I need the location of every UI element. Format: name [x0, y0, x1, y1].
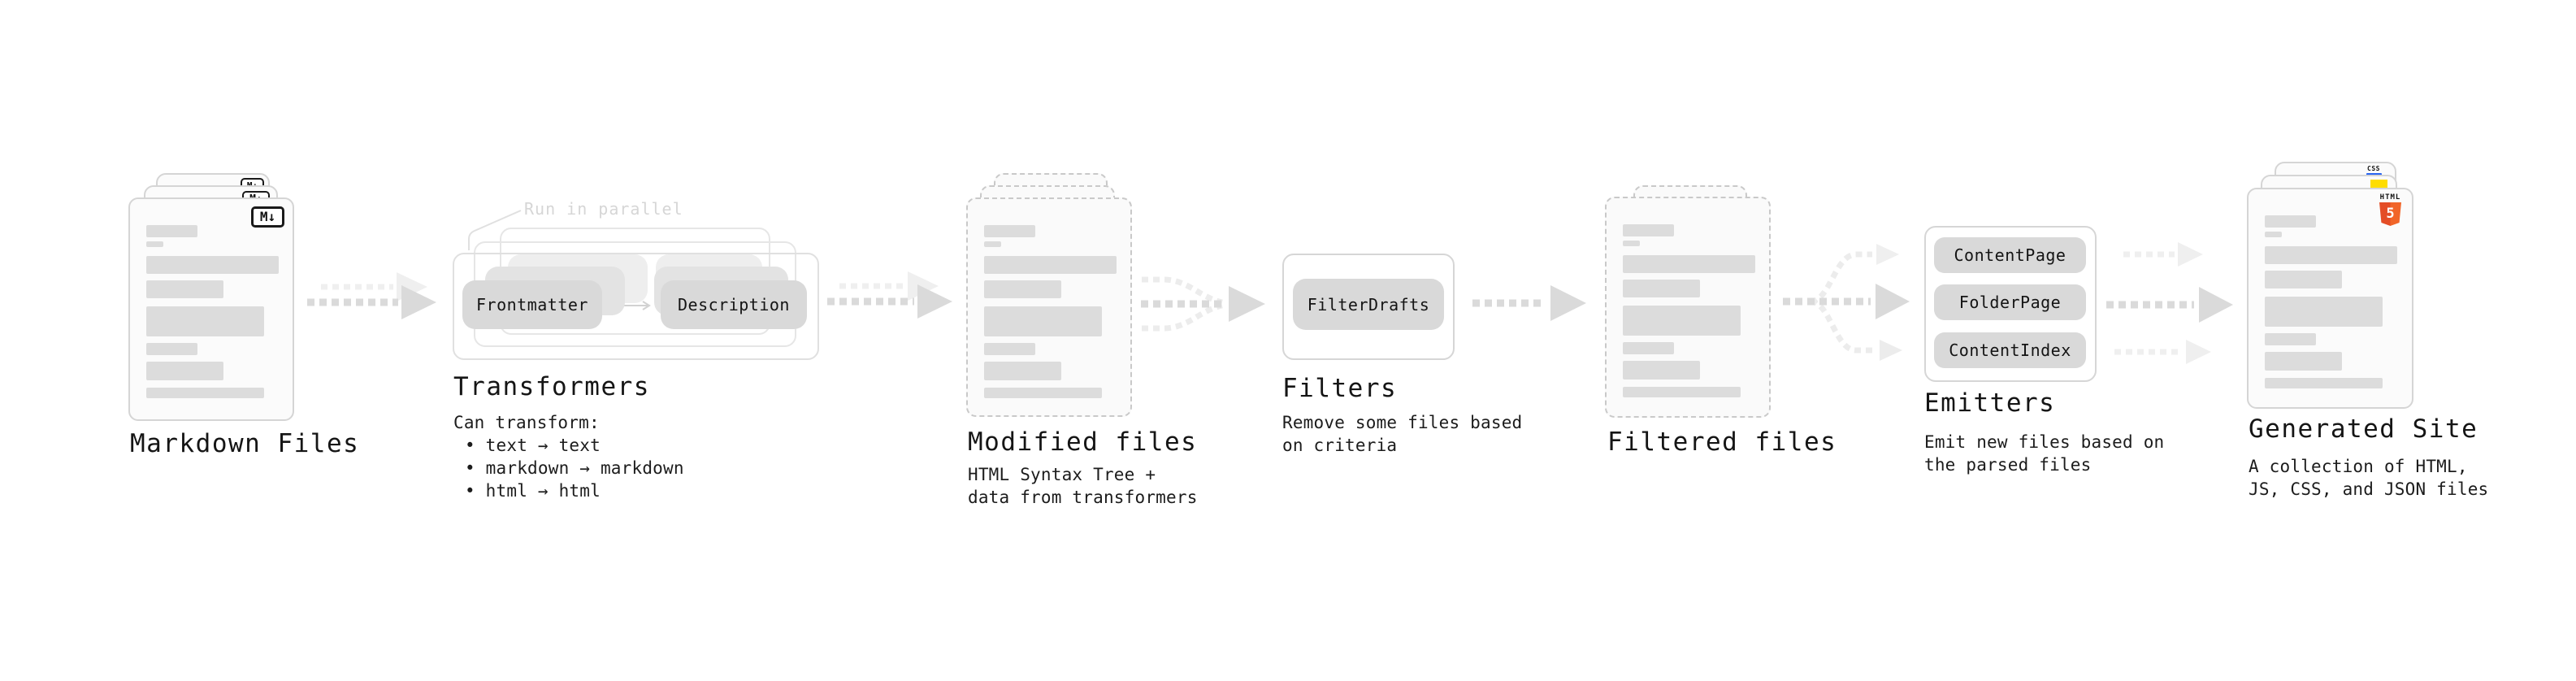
stage-desc-transformers: Can transform: • text → text • markdown …	[453, 411, 684, 502]
stage-desc-emitters: Emit new files based on the parsed files	[1924, 431, 2164, 476]
placeholder-bar	[1623, 280, 1700, 297]
stage-label-filtered: Filtered files	[1607, 427, 1837, 457]
desc-line: • html → html	[465, 481, 601, 501]
placeholder-bar	[146, 306, 264, 336]
desc-line: Emit new files based on	[1924, 432, 2165, 452]
file-card-dashed	[966, 197, 1132, 417]
stage-label-markdown: Markdown Files	[130, 429, 360, 458]
placeholder-bar	[1623, 306, 1741, 336]
placeholder-bar	[2265, 246, 2397, 264]
frontmatter-chip: Frontmatter	[462, 280, 602, 329]
desc-line: the parsed files	[1924, 455, 2092, 475]
placeholder-bar	[1623, 241, 1640, 246]
desc-line: • text → text	[465, 436, 601, 455]
contentpage-chip: ContentPage	[1934, 237, 2086, 273]
placeholder-bar	[2265, 271, 2342, 288]
description-chip: Description	[661, 280, 807, 329]
desc-line: • markdown → markdown	[465, 458, 684, 478]
desc-line: Can transform:	[453, 413, 600, 432]
stage-label-modified: Modified files	[968, 427, 1198, 457]
placeholder-bar	[984, 225, 1035, 237]
placeholder-bar	[1623, 387, 1741, 397]
placeholder-bar	[146, 280, 223, 298]
placeholder-bar	[146, 388, 264, 398]
placeholder-bar	[1623, 342, 1674, 354]
split-arrow-filtered-to-emitters	[1783, 244, 1910, 361]
file-card-dashed	[1605, 197, 1771, 418]
placeholder-bar	[146, 256, 279, 274]
placeholder-bar	[984, 256, 1117, 274]
flow-arrow-markdown-to-transformers	[307, 272, 436, 319]
flow-arrow-transformers-to-modified	[827, 271, 952, 319]
run-in-parallel-annotation: Run in parallel	[524, 199, 683, 219]
placeholder-bar	[2265, 352, 2342, 371]
js-icon	[2370, 180, 2387, 189]
placeholder-bar	[2265, 232, 2282, 237]
html5-icon: HTML 5	[2379, 194, 2401, 226]
transformer-layer-box	[453, 253, 819, 360]
placeholder-bar	[984, 362, 1061, 380]
stage-label-filters: Filters	[1282, 374, 1398, 403]
placeholder-bar	[984, 306, 1102, 336]
placeholder-bar	[146, 241, 163, 247]
flow-arrows-emitters-to-generated	[2106, 242, 2233, 364]
markdown-icon: M↓	[251, 206, 284, 228]
css-label: CSS	[2367, 165, 2380, 172]
stage-label-transformers: Transformers	[453, 372, 650, 401]
placeholder-bar	[984, 280, 1061, 298]
folderpage-chip: FolderPage	[1934, 284, 2086, 320]
desc-line: A collection of HTML,	[2249, 457, 2468, 476]
stage-desc-generated: A collection of HTML, JS, CSS, and JSON …	[2249, 455, 2488, 501]
placeholder-bar	[146, 225, 197, 237]
stage-label-generated: Generated Site	[2249, 414, 2478, 444]
placeholder-bar	[146, 362, 223, 380]
placeholder-bar	[1623, 361, 1700, 380]
placeholder-bar	[2265, 333, 2316, 345]
html5-shield: 5	[2379, 202, 2401, 226]
desc-line: data from transformers	[968, 488, 1198, 507]
desc-line: on criteria	[1282, 436, 1398, 455]
desc-line: HTML Syntax Tree +	[968, 465, 1156, 484]
file-card: HTML 5	[2247, 188, 2413, 409]
merge-arrow-modified-to-filters	[1141, 276, 1265, 332]
stage-desc-modified: HTML Syntax Tree + data from transformer…	[968, 463, 1198, 509]
stage-label-emitters: Emitters	[1924, 388, 2056, 418]
desc-line: JS, CSS, and JSON files	[2249, 479, 2489, 499]
filterdrafts-chip: FilterDrafts	[1293, 279, 1444, 330]
placeholder-bar	[2265, 297, 2383, 327]
placeholder-bar	[984, 388, 1102, 398]
flow-arrow-filters-to-filtered	[1472, 285, 1586, 321]
placeholder-bar	[146, 343, 197, 355]
file-card: M↓	[128, 197, 294, 421]
placeholder-bar	[984, 343, 1035, 355]
placeholder-bar	[2265, 215, 2316, 228]
html5-label: HTML	[2379, 193, 2401, 202]
placeholder-bar	[2265, 378, 2383, 388]
placeholder-bar	[1623, 224, 1674, 236]
stage-desc-filters: Remove some files based on criteria	[1282, 411, 1522, 457]
contentindex-chip: ContentIndex	[1934, 332, 2086, 368]
placeholder-bar	[1623, 255, 1755, 273]
placeholder-bar	[984, 241, 1001, 247]
desc-line: Remove some files based	[1282, 413, 1523, 432]
